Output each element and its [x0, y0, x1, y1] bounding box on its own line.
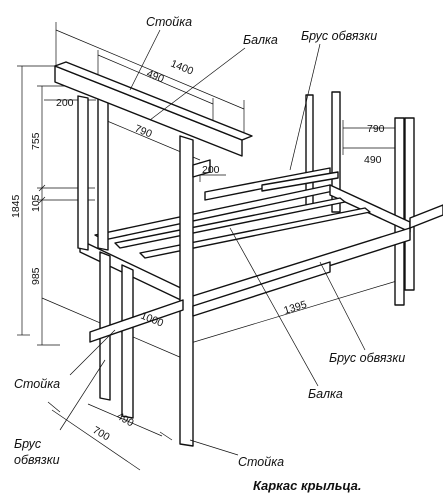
dim-985: 985 — [30, 267, 42, 285]
label-stoika-bottom: Стойка — [238, 455, 284, 469]
rail-crossbar — [192, 159, 211, 178]
dim-1395: 1395 — [282, 299, 308, 317]
dim-1400: 1400 — [169, 58, 195, 78]
callout-labels: Стойка Балка Брус обвязки Брус обвязки Б… — [14, 15, 405, 469]
platform-joist-1 — [114, 197, 346, 249]
label-brus-top: Брус обвязки — [301, 29, 377, 43]
left-post-upper — [97, 85, 109, 251]
dim-200-left: 200 — [56, 97, 74, 109]
platform-joist-2 — [139, 207, 371, 259]
left-leg-2 — [121, 264, 134, 419]
dimension-values: 1400 490 200 790 200 755 1845 105 985 10… — [10, 58, 385, 444]
label-balka-bottom: Балка — [308, 387, 343, 401]
dim-755: 755 — [30, 132, 42, 150]
label-stoika-left: Стойка — [14, 377, 60, 391]
dim-790-mid: 790 — [133, 123, 154, 141]
label-brus-left-2: обвязки — [14, 453, 60, 467]
right-post-b — [404, 117, 415, 291]
porch-frame — [54, 61, 443, 447]
dim-700: 700 — [91, 424, 112, 443]
bottom-binding-front — [192, 261, 331, 317]
platform-right-extension — [409, 204, 443, 229]
dim-490-right: 490 — [364, 154, 382, 166]
right-post-a — [394, 117, 405, 306]
top-rail-face — [54, 61, 253, 141]
label-brus-right: Брус обвязки — [329, 351, 405, 365]
leader-lines — [59, 29, 366, 456]
diagram-caption: Каркас крыльца. — [253, 478, 362, 493]
dim-1845: 1845 — [10, 194, 22, 218]
dim-105: 105 — [30, 194, 42, 212]
top-binding-beam-2 — [261, 171, 339, 192]
left-leg-1 — [99, 251, 111, 401]
front-right-post — [179, 135, 194, 447]
far-right-post-2 — [331, 91, 341, 213]
dim-790-right: 790 — [367, 123, 385, 135]
label-stoika-top: Стойка — [146, 15, 192, 29]
label-balka-top: Балка — [243, 33, 278, 47]
back-left-post — [77, 95, 89, 251]
dim-200-right: 200 — [202, 164, 220, 176]
label-brus-left-1: Брус — [14, 437, 42, 451]
